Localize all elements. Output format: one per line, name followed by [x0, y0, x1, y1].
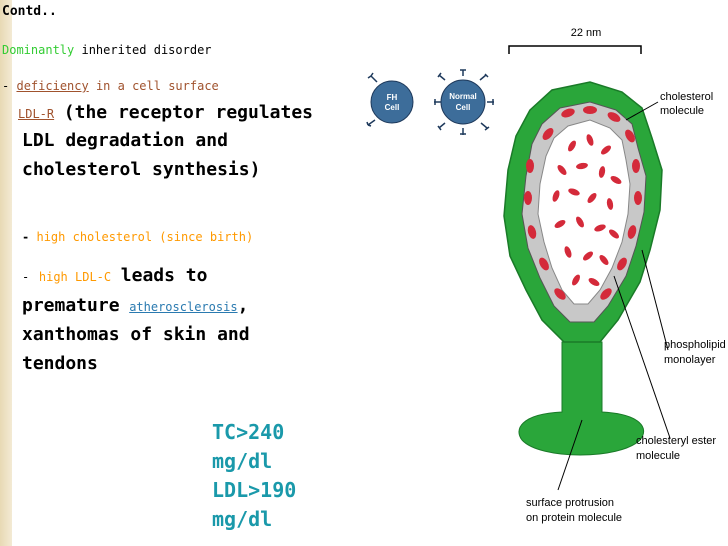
slide-title: Contd.. [2, 4, 57, 19]
line-cholesterol-synthesis: cholesterol synthesis) [22, 159, 261, 180]
line-tendons: tendons [22, 353, 98, 374]
label-surface-protrusion: surface protrusion on protein molecule [526, 497, 622, 524]
fh-cell-label-1: FH [387, 93, 398, 102]
line-ldl-degradation: LDL degradation and [22, 130, 228, 151]
label-cholesterol: cholesterol molecule [660, 91, 716, 117]
deficiency-word: deficiency [16, 79, 89, 93]
normal-receptors [434, 69, 494, 135]
dash: - [22, 270, 30, 284]
leader-lines [557, 101, 671, 491]
fh-cell [370, 80, 414, 124]
high-ldlc-text: high LDL-C [38, 270, 112, 284]
tc-unit: mg/dl [212, 449, 273, 473]
dash: - [2, 79, 10, 93]
normal-cell-label-1: Normal [449, 92, 477, 101]
cell-surface-text: in a cell surface [95, 79, 219, 93]
line-deficiency: - deficiency in a cell surface [2, 79, 219, 93]
scale-bar [508, 45, 642, 54]
fh-receptors [366, 72, 378, 127]
ldl-value: LDL>190 [212, 478, 297, 502]
protein-protrusion [518, 341, 645, 456]
leads-to-text: leads to [120, 265, 208, 286]
cells-illustration: FH Cell Normal Cell [366, 69, 494, 135]
atherosclerosis-link[interactable]: atherosclerosis [129, 300, 238, 314]
fh-cell-label-2: Cell [385, 103, 400, 112]
cholesterol-molecules-layer [524, 106, 642, 300]
high-cholesterol-text: high cholesterol (since birth) [36, 230, 254, 244]
cholesteryl-ester-molecules [552, 134, 622, 286]
normal-cell [440, 79, 486, 125]
normal-cell-label-2: Cell [456, 103, 471, 112]
left-accent-stripe [0, 0, 12, 546]
inherited-disorder-text: inherited disorder [81, 43, 212, 57]
receptor-regulates-text: (the receptor regulates [63, 102, 314, 123]
bullet-high-ldlc: - high LDL-C leads to [22, 265, 207, 286]
premature-text: premature [22, 295, 120, 316]
line-ldlr: LDL-R (the receptor regulates [18, 102, 313, 123]
ldl-particle-illustration: 22 nm [503, 27, 728, 524]
ldl-unit: mg/dl [212, 507, 273, 531]
dominantly-word: Dominantly [2, 43, 75, 57]
tc-value: TC>240 [212, 420, 285, 444]
ldlr-word: LDL-R [18, 107, 55, 121]
label-phospholipid: phospholipid monolayer [664, 339, 728, 366]
dash: - [22, 230, 30, 244]
label-cholesteryl-ester: cholesteryl ester molecule [636, 435, 719, 462]
line-dominantly: Dominantly inherited disorder [2, 43, 212, 57]
line-premature: premature atherosclerosis, [22, 295, 248, 316]
bullet-high-cholesterol: - high cholesterol (since birth) [22, 230, 253, 244]
line-xanthomas: xanthomas of skin and [22, 324, 250, 345]
scale-label: 22 nm [571, 27, 602, 39]
values-block: TC>240 mg/dl LDL>190 mg/dl [212, 418, 296, 534]
comma: , [237, 295, 249, 316]
